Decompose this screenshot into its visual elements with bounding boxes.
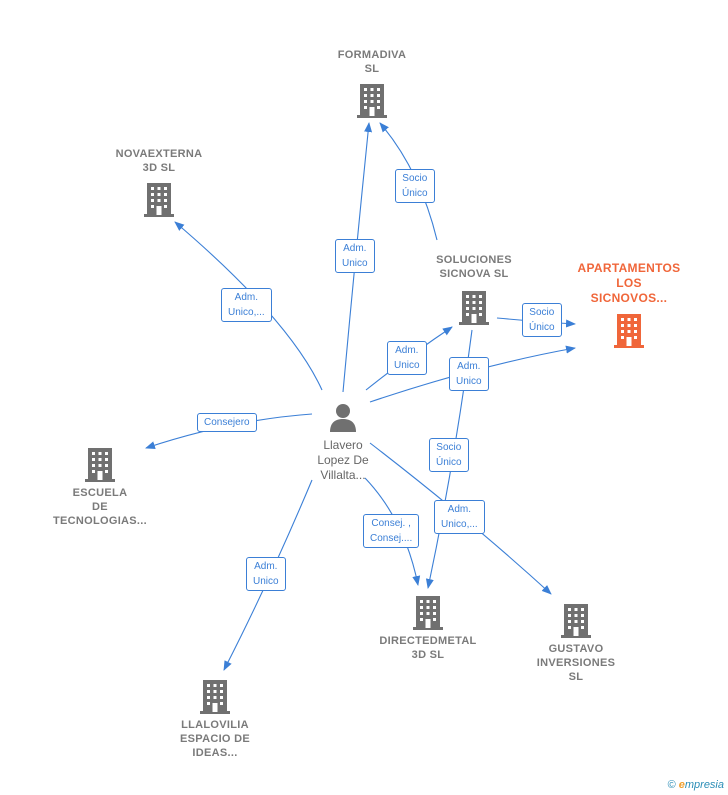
building-icon [614, 314, 644, 348]
node-label: NOVAEXTERNA 3D SL [115, 148, 203, 174]
edge-label-socio-apartamentos[interactable]: Socio Único [522, 303, 562, 337]
node-novaexterna[interactable]: NOVAEXTERNA 3D SL [104, 147, 214, 217]
node-label: SOLUCIONES SICNOVA SL [436, 254, 512, 280]
edge-label-adm-llalovilia[interactable]: Adm. Unico [246, 557, 286, 591]
edge-label-adm-novaexterna[interactable]: Adm. Unico,... [221, 288, 272, 322]
brand-initial: e [678, 779, 685, 791]
edge-label-adm-soluciones[interactable]: Adm. Unico [387, 341, 427, 375]
node-label: DIRECTEDMETAL 3D SL [379, 635, 477, 661]
copyright-symbol: © [667, 779, 676, 791]
node-formadiva[interactable]: FORMADIVA SL [322, 48, 422, 118]
footer-brand: © empresia [668, 779, 724, 791]
edge-label-consej-directedmetal[interactable]: Consej. , Consej.... [363, 514, 420, 548]
edge-label-adm-gustavo[interactable]: Adm. Unico,... [434, 500, 485, 534]
person-label: Llavero Lopez De Villalta... [317, 438, 369, 482]
building-icon [459, 291, 489, 325]
building-icon [144, 183, 174, 217]
node-soluciones[interactable]: SOLUCIONES SICNOVA SL [418, 253, 530, 325]
edge-label-socio-formadiva[interactable]: Socio Único [395, 169, 435, 203]
node-directedmetal[interactable]: DIRECTEDMETAL 3D SL [368, 594, 488, 662]
building-icon [85, 448, 115, 482]
edge-label-consejero-escuela[interactable]: Consejero [197, 413, 257, 432]
node-apartamentos[interactable]: APARTAMENTOS LOS SICNOVOS... [566, 261, 692, 348]
brand-name: mpresia [684, 779, 724, 791]
node-label: GUSTAVO INVERSIONES SL [536, 643, 616, 683]
edge-label-adm-formadiva[interactable]: Adm. Unico [335, 239, 375, 273]
node-escuela[interactable]: ESCUELA DE TECNOLOGIAS... [44, 446, 156, 528]
node-label: LLALOVILIA ESPACIO DE IDEAS... [179, 719, 251, 759]
building-icon [413, 596, 443, 630]
building-icon [200, 680, 230, 714]
node-label: APARTAMENTOS LOS SICNOVOS... [577, 261, 681, 305]
node-llalovilia[interactable]: LLALOVILIA ESPACIO DE IDEAS... [160, 678, 270, 760]
person-icon [330, 404, 356, 432]
node-person-center[interactable]: Llavero Lopez De Villalta... [298, 402, 388, 483]
edge-label-adm-apartamentos[interactable]: Adm. Unico [449, 357, 489, 391]
building-icon [357, 84, 387, 118]
node-label: FORMADIVA SL [337, 49, 407, 75]
node-label: ESCUELA DE TECNOLOGIAS... [52, 487, 148, 527]
building-icon [561, 604, 591, 638]
node-gustavo[interactable]: GUSTAVO INVERSIONES SL [520, 602, 632, 684]
edge-label-socio-directedmetal[interactable]: Socio Único [429, 438, 469, 472]
